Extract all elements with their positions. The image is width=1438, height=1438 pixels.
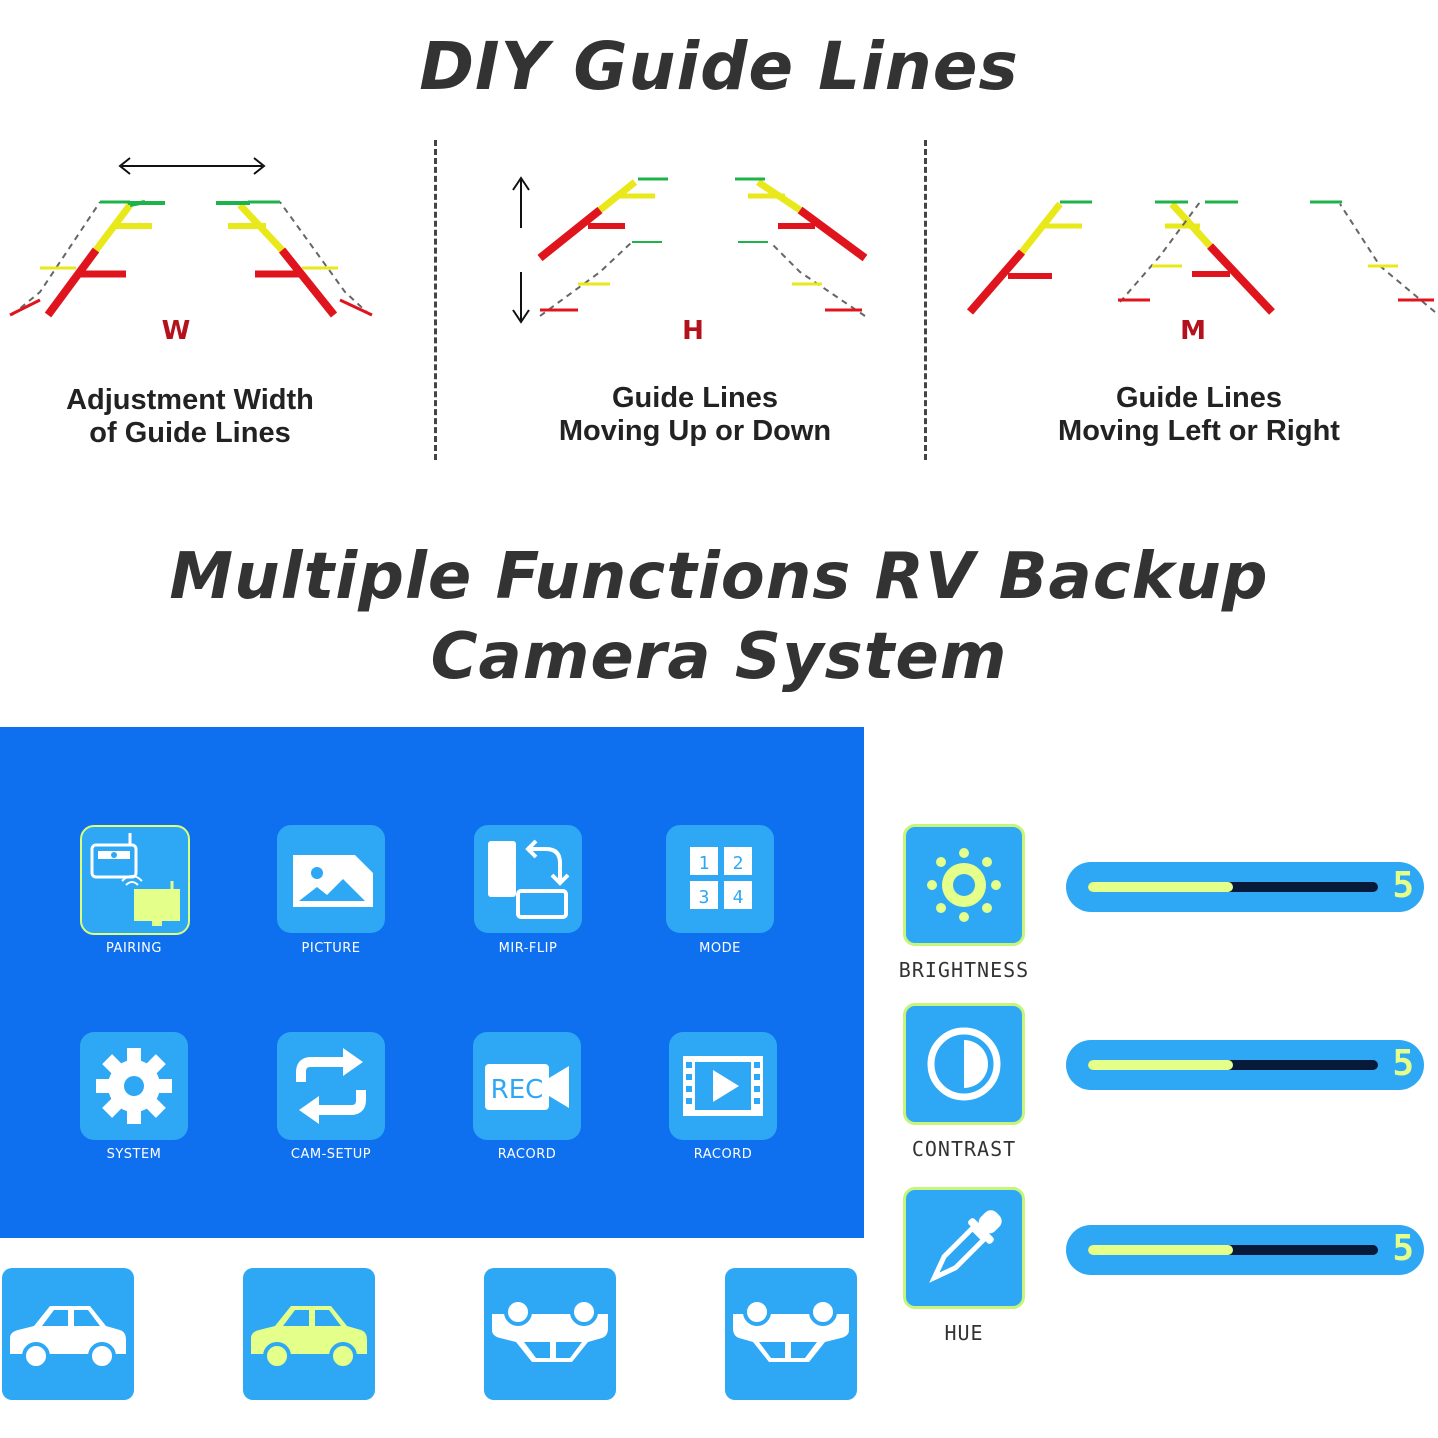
move-letter: M: [1180, 316, 1206, 346]
contrast-fill: [1088, 1060, 1233, 1070]
guide-lines-height-diagram: [512, 176, 868, 324]
contrast-label: CONTRAST: [911, 1137, 1017, 1161]
contrast-value: 5: [1392, 1043, 1414, 1084]
width-caption-line2: of Guide Lines: [89, 417, 291, 449]
height-caption-line1: Guide Lines: [612, 382, 778, 414]
contrast-slider[interactable]: 5: [1066, 1040, 1424, 1090]
brightness-fill: [1088, 882, 1233, 892]
menu-picture-button[interactable]: [277, 825, 385, 933]
car-flipped-mirror-icon: [733, 1298, 849, 1362]
brightness-slider[interactable]: 5: [1066, 862, 1424, 912]
menu-playback-label: RACORD: [693, 1147, 753, 1162]
mirror-flip-icon: [488, 839, 570, 919]
section-title-guide-lines: DIY Guide Lines: [419, 28, 1019, 105]
menu-playback-button[interactable]: [669, 1032, 777, 1140]
menu-record-button[interactable]: REC: [473, 1032, 581, 1140]
menu-mirror-flip-label: MIR-FLIP: [498, 941, 558, 956]
mode-num-1: 1: [699, 853, 710, 874]
section-title-functions-line1: Multiple Functions RV Backup: [169, 540, 1269, 614]
split-mode-icon: 1 2 3 4: [690, 847, 752, 909]
mode-num-3: 3: [699, 887, 710, 908]
height-caption-line2: Moving Up or Down: [558, 415, 832, 447]
menu-screen: PAIRING PICTURE MIR-FLIP 1 2 3 4 MO: [0, 727, 864, 1238]
orientation-selected-button[interactable]: [243, 1268, 375, 1400]
swap-arrows-icon: [296, 1048, 366, 1124]
menu-picture-label: PICTURE: [301, 941, 361, 956]
up-down-arrows-icon: [512, 176, 530, 324]
menu-cam-setup-button[interactable]: [277, 1032, 385, 1140]
width-caption-line1: Adjustment Width: [66, 384, 314, 416]
rec-camera-icon: REC: [485, 1064, 569, 1110]
hue-fill: [1088, 1245, 1233, 1255]
orientation-normal-button[interactable]: [2, 1268, 134, 1400]
sun-icon: [927, 848, 1001, 922]
menu-pairing-label: PAIRING: [106, 941, 162, 956]
hue-track: [1088, 1245, 1378, 1255]
orientation-flipped-mirror-button[interactable]: [725, 1268, 857, 1400]
car-normal-icon: [10, 1306, 126, 1370]
menu-system-button[interactable]: [80, 1032, 188, 1140]
guide-lines-move-diagram: [966, 200, 1436, 315]
height-letter: H: [682, 316, 704, 346]
guide-lines-width-diagram: [9, 157, 373, 318]
contrast-button[interactable]: [903, 1003, 1025, 1125]
picture-icon: [293, 855, 373, 907]
orientation-flipped-button[interactable]: [484, 1268, 616, 1400]
brightness-track: [1088, 882, 1378, 892]
menu-pairing-button[interactable]: [80, 825, 190, 935]
menu-mirror-flip-button[interactable]: [474, 825, 582, 933]
hue-label: HUE: [944, 1321, 984, 1345]
divider-left: [434, 140, 437, 460]
video-playback-icon: [683, 1056, 763, 1116]
menu-system-label: SYSTEM: [106, 1147, 162, 1162]
gear-icon: [96, 1048, 172, 1124]
menu-record-label: RACORD: [497, 1147, 557, 1162]
car-selected-icon: [251, 1306, 367, 1370]
move-caption-line2: Moving Left or Right: [1058, 415, 1340, 447]
width-letter: W: [161, 316, 191, 346]
rec-text: REC: [491, 1075, 544, 1105]
hue-value: 5: [1392, 1228, 1414, 1269]
mode-num-4: 4: [733, 887, 744, 908]
move-caption-line1: Guide Lines: [1116, 382, 1282, 414]
car-flipped-icon: [492, 1298, 608, 1362]
dropper-icon: [929, 1210, 1002, 1283]
contrast-track: [1088, 1060, 1378, 1070]
pairing-icon: [90, 833, 180, 926]
brightness-button[interactable]: [903, 824, 1025, 946]
brightness-label: BRIGHTNESS: [898, 958, 1030, 982]
contrast-icon: [927, 1027, 1001, 1101]
brightness-value: 5: [1392, 865, 1414, 906]
hue-slider[interactable]: 5: [1066, 1225, 1424, 1275]
width-arrow-icon: [118, 157, 266, 175]
hue-button[interactable]: [903, 1187, 1025, 1309]
mode-num-2: 2: [733, 853, 744, 874]
menu-cam-setup-label: CAM-SETUP: [290, 1147, 372, 1162]
menu-mode-label: MODE: [699, 941, 741, 956]
divider-right: [924, 140, 927, 460]
section-title-functions-line2: Camera System: [430, 620, 1008, 694]
menu-mode-button[interactable]: 1 2 3 4: [666, 825, 774, 933]
